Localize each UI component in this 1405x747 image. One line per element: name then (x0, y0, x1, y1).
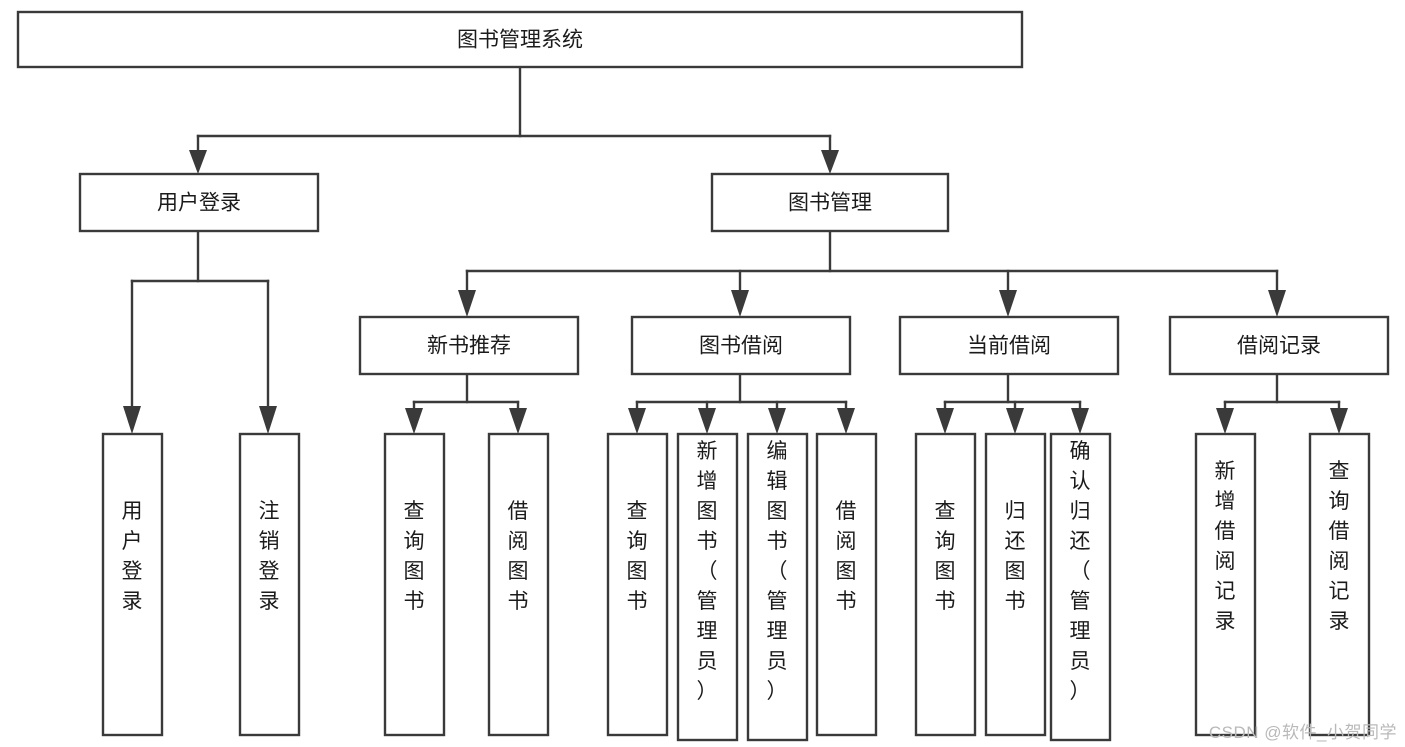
node-leaf-2-box[interactable] (238, 432, 301, 737)
node-book-manage[interactable]: 图书管理 (710, 172, 950, 233)
node-leaf-7-label: 编辑图书（管理员） (767, 440, 788, 703)
arrow-head-leaf-7 (768, 408, 786, 434)
node-leaf-8-label: 借阅图书 (836, 500, 857, 613)
node-leaf-2[interactable]: 注销登录 (238, 432, 301, 737)
node-leaf-1-box[interactable] (101, 432, 164, 737)
node-book-borrow-box[interactable] (630, 315, 852, 376)
arrow-head-current-borrow (999, 290, 1017, 317)
node-leaf-1[interactable]: 用户登录 (101, 432, 164, 737)
node-new-book-rec[interactable]: 新书推荐 (358, 315, 580, 376)
node-borrow-record[interactable]: 借阅记录 (1168, 315, 1390, 376)
node-leaf-4-label: 借阅图书 (508, 500, 529, 613)
node-leaf-4[interactable]: 借阅图书 (487, 432, 550, 737)
node-leaf-8[interactable]: 借阅图书 (815, 432, 878, 737)
node-leaf-4-box[interactable] (487, 432, 550, 737)
node-user-login-label: 用户登录 (157, 192, 241, 215)
node-user-login[interactable]: 用户登录 (78, 172, 320, 233)
node-root[interactable]: 图书管理系统 (16, 10, 1024, 69)
connector-layer (123, 65, 1348, 434)
node-leaf-3-box[interactable] (383, 432, 446, 737)
arrow-head-new-book-rec (458, 290, 476, 317)
node-borrow-record-label: 借阅记录 (1237, 335, 1321, 358)
arrow-head-leaf-12 (1216, 408, 1234, 434)
node-leaf-3-label: 查询图书 (404, 500, 425, 613)
arrow-head-leaf-9 (936, 408, 954, 434)
node-root-box[interactable] (16, 10, 1024, 69)
arrow-head-leaf-2 (259, 406, 277, 434)
node-user-login-box[interactable] (78, 172, 320, 233)
node-leaf-6-label: 新增图书（管理员） (697, 440, 718, 703)
node-leaf-12-box[interactable] (1194, 432, 1257, 737)
arrow-head-leaf-1 (123, 406, 141, 434)
arrow-head-book-manage (821, 150, 839, 174)
node-leaf-11[interactable]: 确认归还（管理员） (1049, 432, 1112, 742)
arrow-head-leaf-8 (837, 408, 855, 434)
node-current-borrow[interactable]: 当前借阅 (898, 315, 1120, 376)
node-book-manage-label: 图书管理 (788, 192, 872, 215)
node-leaf-13[interactable]: 查询借阅记录 (1308, 432, 1371, 737)
node-leaf-6[interactable]: 新增图书（管理员） (676, 432, 739, 742)
node-leaf-10[interactable]: 归还图书 (984, 432, 1047, 737)
node-leaf-10-label: 归还图书 (1005, 500, 1026, 613)
csdn-watermark: CSDN @软件_小贺同学 (1208, 723, 1397, 742)
node-leaf-8-box[interactable] (815, 432, 878, 737)
node-leaf-11-box[interactable] (1049, 432, 1112, 742)
node-root-label: 图书管理系统 (457, 29, 583, 52)
node-leaf-9-label: 查询图书 (935, 500, 956, 613)
arrow-head-leaf-11 (1071, 408, 1089, 434)
node-leaf-11-label: 确认归还（管理员） (1070, 440, 1091, 703)
node-leaf-13-box[interactable] (1308, 432, 1371, 737)
node-borrow-record-box[interactable] (1168, 315, 1390, 376)
arrow-head-leaf-5 (628, 408, 646, 434)
arrow-head-book-borrow (731, 290, 749, 317)
node-leaf-5[interactable]: 查询图书 (606, 432, 669, 737)
node-leaf-12[interactable]: 新增借阅记录 (1194, 432, 1257, 737)
arrow-head-borrow-record (1268, 290, 1286, 317)
arrow-head-leaf-3 (405, 408, 423, 434)
node-leaf-9[interactable]: 查询图书 (914, 432, 977, 737)
node-book-manage-box[interactable] (710, 172, 950, 233)
node-leaf-9-box[interactable] (914, 432, 977, 737)
arrow-head-leaf-4 (509, 408, 527, 434)
node-book-borrow[interactable]: 图书借阅 (630, 315, 852, 376)
node-new-book-rec-box[interactable] (358, 315, 580, 376)
node-leaf-3[interactable]: 查询图书 (383, 432, 446, 737)
node-leaf-13-label: 查询借阅记录 (1329, 460, 1350, 633)
node-leaf-12-label: 新增借阅记录 (1215, 460, 1236, 633)
node-leaf-6-box[interactable] (676, 432, 739, 742)
node-leaf-7[interactable]: 编辑图书（管理员） (746, 432, 809, 742)
node-current-borrow-box[interactable] (898, 315, 1120, 376)
arrow-head-user-login (189, 150, 207, 174)
node-leaf-5-box[interactable] (606, 432, 669, 737)
arrow-head-leaf-10 (1006, 408, 1024, 434)
node-current-borrow-label: 当前借阅 (967, 335, 1051, 358)
arrow-head-leaf-13 (1330, 408, 1348, 434)
node-book-borrow-label: 图书借阅 (699, 335, 783, 358)
node-leaf-7-box[interactable] (746, 432, 809, 742)
node-new-book-rec-label: 新书推荐 (427, 335, 511, 358)
node-leaf-5-label: 查询图书 (627, 500, 648, 613)
node-leaf-2-label: 注销登录 (259, 500, 280, 613)
node-leaf-10-box[interactable] (984, 432, 1047, 737)
node-leaf-1-label: 用户登录 (122, 500, 143, 613)
arrow-head-leaf-6 (698, 408, 716, 434)
